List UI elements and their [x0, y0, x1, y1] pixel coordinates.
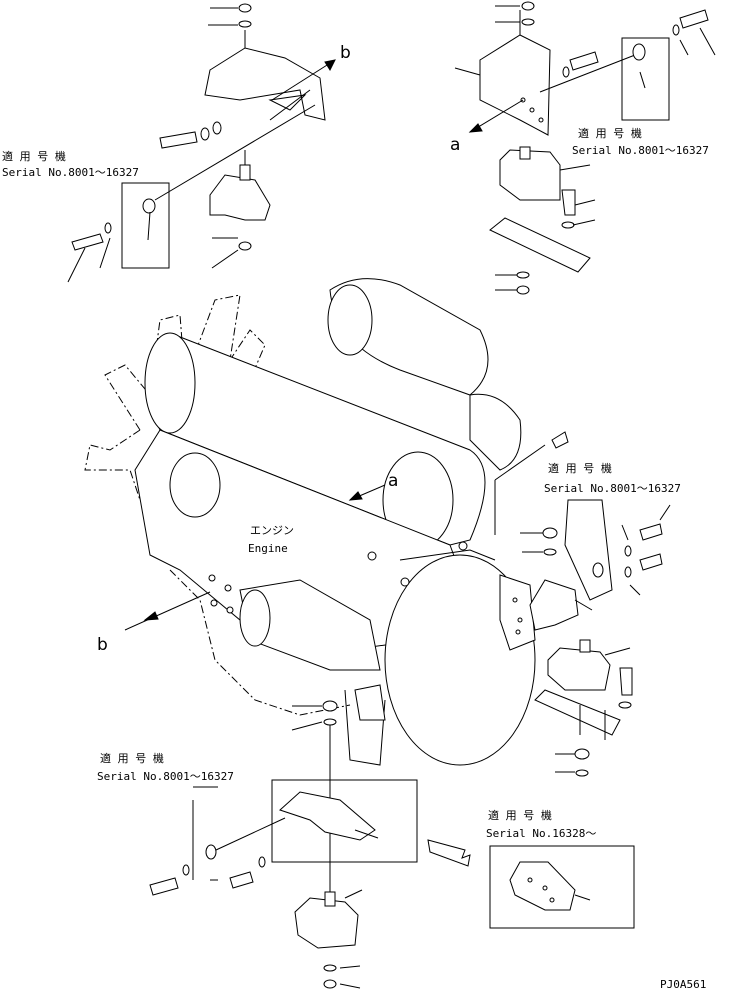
front-mount-bracket: [204, 47, 326, 121]
bolt: [159, 131, 198, 149]
view-arrow-a-top: a: [450, 99, 524, 155]
washer: [200, 127, 210, 141]
serial-note-title: 適 用 号 機: [578, 126, 642, 140]
view-marker-a: a: [450, 135, 460, 155]
washer: [212, 121, 222, 135]
serial-note-title: 適 用 号 機: [2, 149, 66, 163]
variant-16328-group: 適 用 号 機 Serial No.16328～: [427, 808, 635, 929]
view-arrow-b-engine: b: [97, 591, 211, 655]
serial-note-3: 適 用 号 機 Serial No.8001～16327: [544, 461, 681, 495]
view-arrow-b-top: b: [271, 43, 351, 101]
front-left-mount-group: [67, 3, 326, 283]
serial-note-serial: Serial No.16328～: [486, 827, 596, 840]
rubber-mount: [209, 174, 271, 221]
serial-note-4: 適 用 号 機 Serial No.8001～16327: [97, 751, 234, 783]
variant-box: [121, 182, 170, 269]
nut: [238, 3, 252, 13]
serial-note-serial: Serial No.8001～16327: [572, 144, 709, 157]
bolt: [71, 233, 104, 251]
variant-box: [489, 845, 635, 929]
drawing-code: PJ0A561: [660, 978, 706, 991]
pointer-arrow: [427, 839, 471, 867]
view-marker-a: a: [388, 471, 398, 491]
serial-note-serial: Serial No.8001～16327: [2, 166, 139, 179]
rear-right-mount-group: [494, 431, 671, 777]
view-arrow-a-engine: a: [348, 471, 398, 501]
engine-label-en: Engine: [248, 542, 288, 555]
view-marker-b: b: [340, 43, 351, 63]
serial-note-title: 適 用 号 機: [488, 808, 552, 822]
serial-note-serial: Serial No.8001～16327: [97, 770, 234, 783]
serial-note-2: 適 用 号 機 Serial No.8001～16327: [572, 126, 709, 157]
front-right-mount-group: [454, 1, 716, 295]
rear-left-mount-group: [149, 700, 418, 989]
serial-note-title: 適 用 号 機: [548, 461, 612, 475]
engine-assembly: [84, 278, 536, 766]
serial-note-1: 適 用 号 機 Serial No.8001～16327: [2, 149, 139, 179]
serial-note-serial: Serial No.8001～16327: [544, 482, 681, 495]
engine-label-jp: エンジン: [250, 524, 294, 537]
washer: [238, 20, 252, 28]
view-marker-b: b: [97, 635, 108, 655]
serial-note-title: 適 用 号 機: [100, 751, 164, 765]
